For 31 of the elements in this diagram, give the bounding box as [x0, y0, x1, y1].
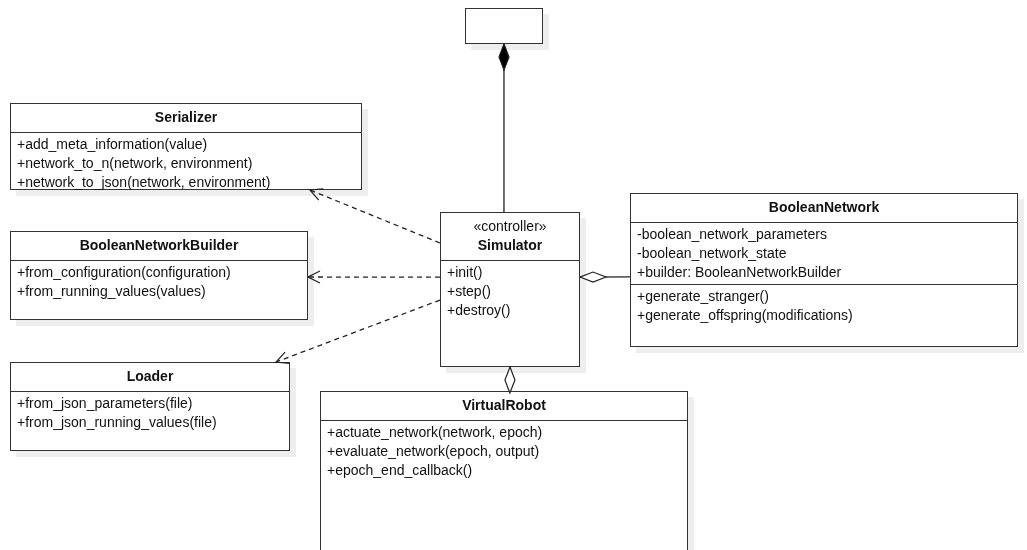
method-text: +evaluate_network(epoch, output) — [327, 442, 541, 461]
method-text: +network_to_n(network, environment) — [17, 154, 254, 173]
association-line — [504, 366, 516, 394]
association-line — [579, 271, 631, 283]
method-text: +from_configuration(configuration) — [17, 263, 232, 282]
class-name: VirtualRobot — [461, 396, 547, 415]
method-text: +add_meta_information(value) — [17, 135, 209, 154]
dependency-arrow — [275, 299, 441, 364]
attribute-text: -boolean_network_state — [637, 244, 788, 263]
association-line — [498, 43, 510, 213]
attribute-text: +builder: BooleanNetworkBuilder — [637, 263, 843, 282]
method-text: +generate_offspring(modifications) — [637, 306, 854, 325]
dependency-arrow — [309, 188, 441, 244]
class-name: Loader — [125, 367, 175, 386]
attribute-text: -boolean_network_parameters — [637, 225, 828, 244]
stereotype-label: «controller» — [472, 217, 548, 236]
class-name: BooleanNetwork — [767, 198, 881, 217]
method-text: +from_json_running_values(file) — [17, 413, 218, 432]
class-name: Serializer — [153, 108, 219, 127]
method-text: +network_to_json(network, environment) — [17, 173, 272, 192]
method-text: +actuate_network(network, epoch) — [327, 423, 544, 442]
method-text: +epoch_end_callback() — [327, 461, 474, 480]
method-text: +step() — [447, 282, 492, 301]
method-text: +destroy() — [447, 301, 512, 320]
dependency-arrow — [307, 270, 441, 284]
class-name: Simulator — [476, 236, 544, 255]
class-name: BooleanNetworkBuilder — [78, 236, 240, 255]
method-text: +from_json_parameters(file) — [17, 394, 194, 413]
method-text: +generate_stranger() — [637, 287, 770, 306]
method-text: +from_running_values(values) — [17, 282, 207, 301]
method-text: +init() — [447, 263, 484, 282]
